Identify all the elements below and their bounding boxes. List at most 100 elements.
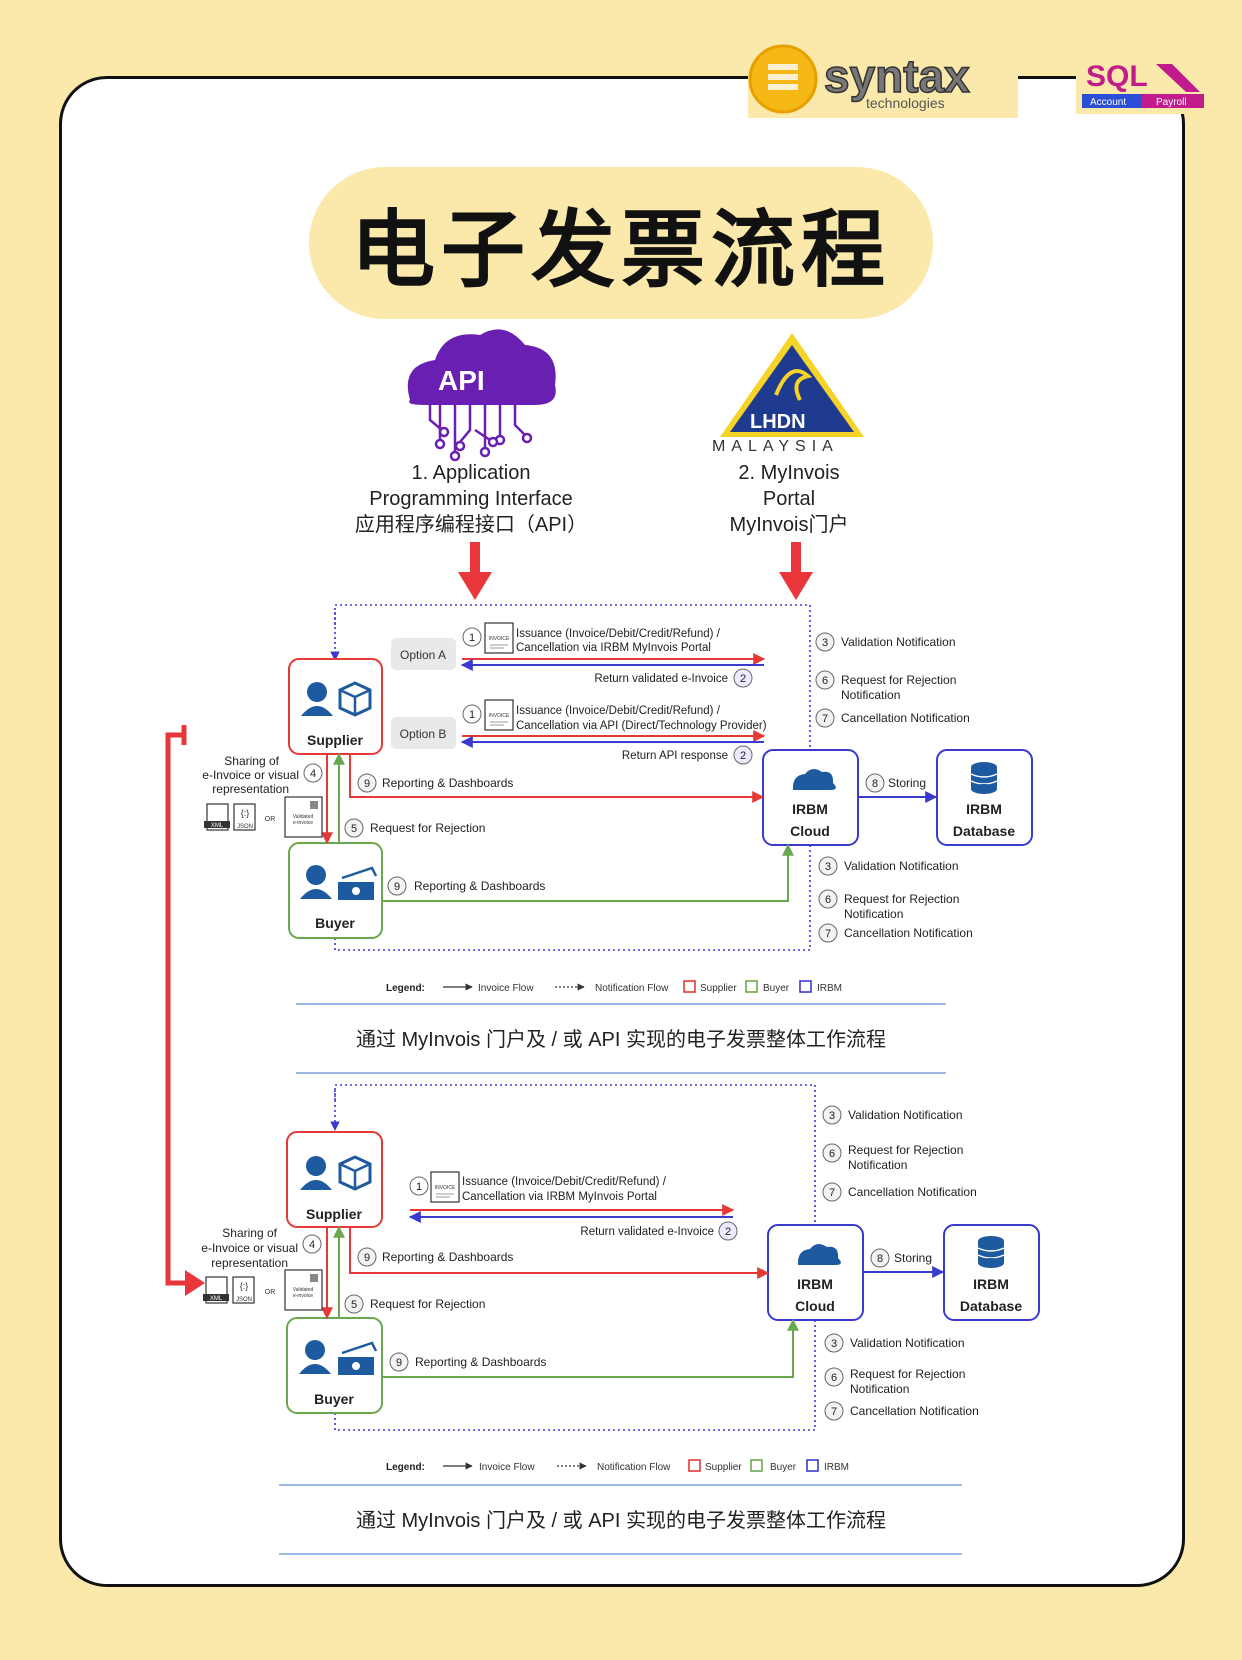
svg-text:Request for Rejection: Request for Rejection xyxy=(844,892,959,906)
syntax-brand-logo: syntax technologies xyxy=(748,40,1018,118)
svg-text:Request for Rejection: Request for Rejection xyxy=(850,1367,965,1381)
invoice-doc-icon: INVOICE xyxy=(430,1171,460,1203)
svg-text:Cancellation Notification: Cancellation Notification xyxy=(850,1404,979,1418)
cloud-icon xyxy=(792,768,836,790)
cash-icon xyxy=(338,1341,378,1375)
svg-text:Validation Notification: Validation Notification xyxy=(850,1336,965,1350)
svg-text:3: 3 xyxy=(822,637,828,649)
svg-text:5: 5 xyxy=(351,823,357,835)
svg-text:7: 7 xyxy=(829,1187,835,1199)
api-cloud-label: API xyxy=(438,365,485,396)
svg-text:Validated: Validated xyxy=(293,814,314,820)
top-caption: 通过 MyInvois 门户及 / 或 API 实现的电子发票整体工作流程 xyxy=(356,1028,886,1051)
svg-text:e-Invoice or visual: e-Invoice or visual xyxy=(201,1241,298,1255)
svg-text:Validation Notification: Validation Notification xyxy=(848,1108,963,1122)
svg-text:Sharing of: Sharing of xyxy=(222,1226,277,1240)
svg-text:Legend:: Legend: xyxy=(386,1462,425,1473)
svg-text:Sharing of: Sharing of xyxy=(224,754,279,768)
svg-text:7: 7 xyxy=(831,1406,837,1418)
svg-text:Notification Flow: Notification Flow xyxy=(595,983,669,994)
or-label: OR xyxy=(265,816,276,823)
svg-text:Storing: Storing xyxy=(894,1251,932,1265)
api-cloud-icon: API xyxy=(407,329,556,462)
svg-text:Issuance (Invoice/Debit/Credit: Issuance (Invoice/Debit/Credit/Refund) / xyxy=(516,628,721,640)
svg-text:JSON: JSON xyxy=(236,1297,252,1303)
svg-text:Return validated e-Invoice: Return validated e-Invoice xyxy=(594,673,728,685)
svg-text:4: 4 xyxy=(309,1239,315,1251)
svg-text:e-invoice: e-invoice xyxy=(293,1293,313,1299)
red-connector-arrow xyxy=(165,725,205,1296)
svg-text:2: 2 xyxy=(740,750,746,762)
svg-text:Cancellation Notification: Cancellation Notification xyxy=(841,711,970,725)
svg-text:INVOICE: INVOICE xyxy=(489,713,510,719)
portal-line-3: MyInvois门户 xyxy=(729,514,849,536)
svg-text:representation: representation xyxy=(212,782,289,796)
svg-text:Notification: Notification xyxy=(844,907,903,921)
person-icon xyxy=(301,682,333,716)
svg-text:INVOICE: INVOICE xyxy=(489,636,510,642)
bottom-irbm-database-box: IRBM Database xyxy=(943,1224,1040,1321)
svg-text:Storing: Storing xyxy=(888,776,926,790)
json-file-icon: {:} JSON xyxy=(233,803,256,831)
api-channel-label: 1. Application Programming Interface 应用程… xyxy=(340,460,602,538)
svg-text:IRBM: IRBM xyxy=(817,983,842,994)
svg-text:Invoice Flow: Invoice Flow xyxy=(478,983,534,994)
svg-text:e-invoice: e-invoice xyxy=(293,820,313,826)
svg-text:Cancellation via IRBM MyInvois: Cancellation via IRBM MyInvois Portal xyxy=(462,1191,657,1203)
validated-einvoice-icon: Validated e-invoice xyxy=(284,796,323,838)
package-icon xyxy=(338,681,372,717)
svg-text:Validation Notification: Validation Notification xyxy=(841,635,956,649)
svg-text:Validated: Validated xyxy=(293,1287,314,1293)
bottom-legend: Legend: Invoice Flow Notification Flow S… xyxy=(386,1459,849,1473)
bottom-diagram: Supplier Buyer IRBM Cloud xyxy=(201,1084,1040,1473)
brand-name: syntax xyxy=(824,50,970,102)
or-label: OR xyxy=(265,1289,276,1296)
svg-text:3: 3 xyxy=(825,861,831,873)
portal-line-2: Portal xyxy=(762,488,816,510)
svg-text:INVOICE: INVOICE xyxy=(435,1185,456,1191)
option-a-pill xyxy=(391,638,456,670)
svg-text:Request for Rejection: Request for Rejection xyxy=(370,1297,485,1311)
svg-text:representation: representation xyxy=(211,1256,288,1270)
page-title: 电子发票流程 xyxy=(350,200,891,299)
svg-text:6: 6 xyxy=(822,675,828,687)
top-supplier-box: Supplier xyxy=(288,658,383,755)
svg-text:1: 1 xyxy=(469,632,475,644)
bottom-caption: 通过 MyInvois 门户及 / 或 API 实现的电子发票整体工作流程 xyxy=(356,1509,886,1532)
svg-text:{:}: {:} xyxy=(240,1281,249,1291)
svg-text:9: 9 xyxy=(364,778,370,790)
svg-text:Cancellation Notification: Cancellation Notification xyxy=(844,926,973,940)
svg-text:6: 6 xyxy=(825,894,831,906)
irbm-label: IRBM xyxy=(973,1276,1009,1292)
buyer-label: Buyer xyxy=(314,1391,354,1407)
svg-text:Reporting & Dashboards: Reporting & Dashboards xyxy=(382,776,513,790)
svg-text:2: 2 xyxy=(725,1226,731,1238)
sql-brand-logo: SQL Account Payroll xyxy=(1076,52,1211,114)
svg-text:7: 7 xyxy=(825,928,831,940)
svg-text:Supplier: Supplier xyxy=(705,1462,742,1473)
svg-text:Notification: Notification xyxy=(850,1382,909,1396)
svg-text:Cancellation via API (Direct/T: Cancellation via API (Direct/Technology … xyxy=(516,720,767,732)
irbm-label: IRBM xyxy=(797,1276,833,1292)
svg-text:8: 8 xyxy=(877,1253,883,1265)
svg-text:Legend:: Legend: xyxy=(386,983,425,994)
validated-einvoice-icon: Validated e-invoice xyxy=(284,1269,323,1311)
option-b-pill xyxy=(391,717,456,749)
option-a-label: Option A xyxy=(400,648,446,662)
xml-file-icon: XML xyxy=(204,803,230,831)
svg-text:Validation Notification: Validation Notification xyxy=(844,859,959,873)
svg-text:7: 7 xyxy=(822,713,828,725)
database-label: Database xyxy=(960,1298,1022,1314)
invoice-doc-icon: INVOICE xyxy=(484,699,514,731)
option-b-label: Option B xyxy=(400,727,447,741)
sql-name: SQL xyxy=(1086,60,1148,93)
svg-text:IRBM: IRBM xyxy=(824,1462,849,1473)
lhdn-logo: LHDN MALAYSIA xyxy=(712,333,864,455)
person-icon xyxy=(300,1156,332,1190)
svg-text:Buyer: Buyer xyxy=(763,983,790,994)
svg-text:3: 3 xyxy=(829,1110,835,1122)
top-legend: Legend: Invoice Flow Notification Flow S… xyxy=(386,980,842,994)
portal-line-1: 2. MyInvois xyxy=(738,462,840,484)
svg-text:1: 1 xyxy=(469,709,475,721)
sql-account: Account xyxy=(1090,97,1126,108)
